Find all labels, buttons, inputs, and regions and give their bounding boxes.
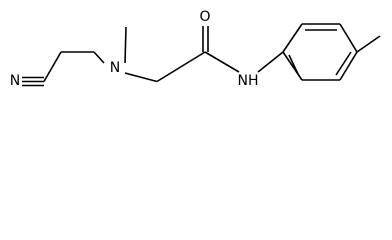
bond-carbonyl-c-to-amide-n (204, 51, 240, 73)
carbonyl-oxygen-label: O (199, 9, 210, 25)
amine-nitrogen-label: N (110, 60, 120, 76)
benzene-ring (282, 23, 358, 81)
bond-ch2-to-amine-n (93, 51, 105, 64)
carbonyl-double-bond (202, 26, 209, 52)
nitrile-triple-bond (22, 76, 44, 87)
bond-amide-n-to-ring (257, 51, 284, 73)
bond-amine-n-to-methyl (124, 26, 127, 64)
bond-amine-n-to-ch2 (124, 72, 158, 83)
bond-ch2-to-carbonyl-c (156, 51, 206, 83)
nitrile-nitrogen-label: N (10, 73, 20, 89)
bond-nitrile-c-to-ch2 (43, 51, 62, 82)
bond-ring-to-methyl (356, 35, 381, 53)
molecule-structure-diagram: N N O NH (10, 9, 381, 89)
amide-nh-label: NH (238, 73, 259, 89)
